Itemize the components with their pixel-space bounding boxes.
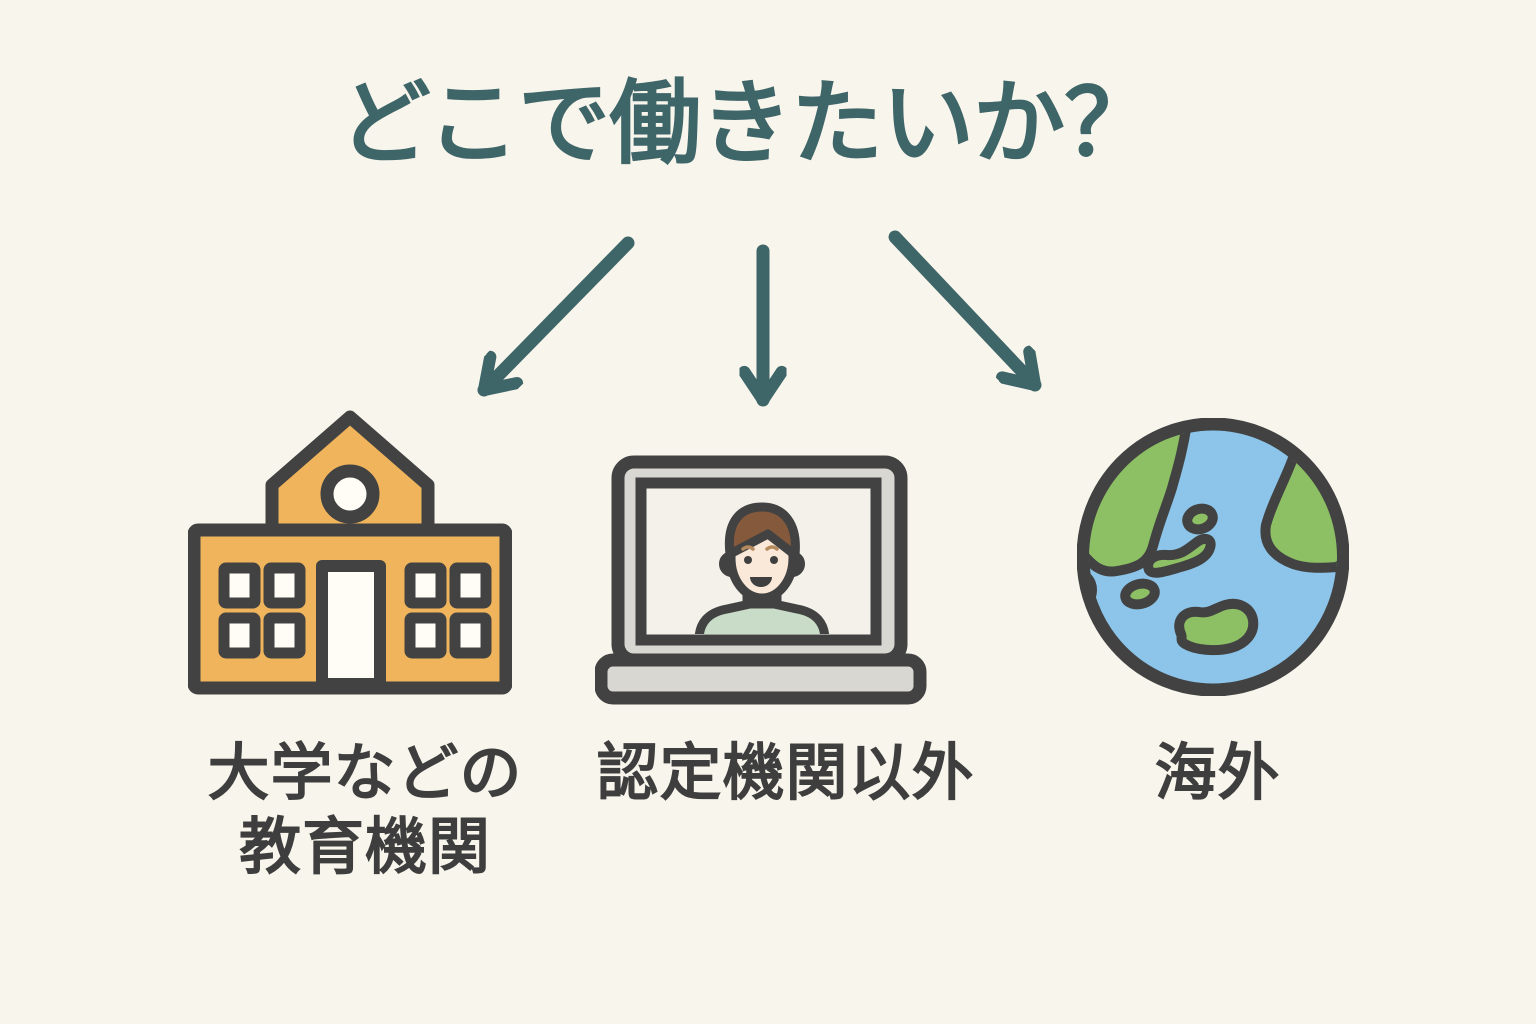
globe-icon (1077, 418, 1349, 696)
video-call-person (694, 502, 830, 634)
option-label-university: 大学などの 教育機関 (140, 736, 590, 884)
laptop-video-call-icon (595, 455, 927, 705)
option-label-line: 教育機関 (238, 810, 491, 883)
arrow-down-right-icon (888, 230, 1042, 392)
page-title: どこで働きたいか？ (338, 70, 1156, 177)
option-label-non-accredited: 認定機関以外 (596, 736, 975, 809)
arrow-down-left-icon (477, 236, 635, 397)
option-label-overseas: 海外 (1154, 736, 1281, 809)
school-building-icon (188, 410, 512, 695)
option-label-line: 大学などの (207, 736, 523, 809)
